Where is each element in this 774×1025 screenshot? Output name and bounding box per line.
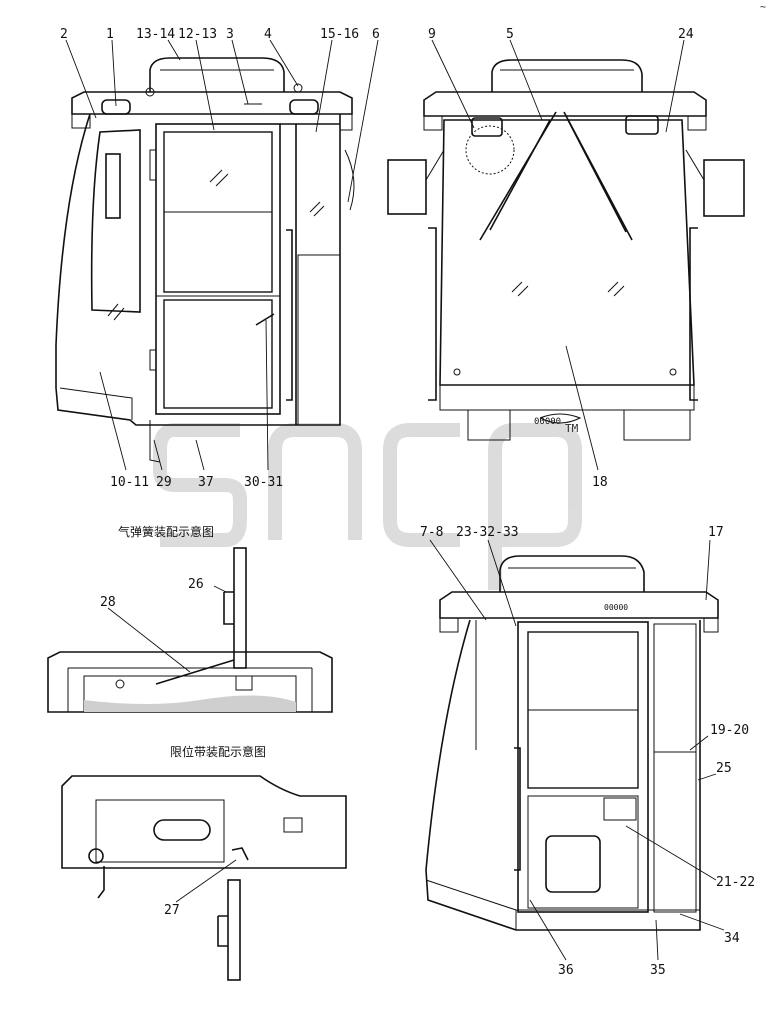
view-gas-spring-detail [47,547,333,713]
caption-limit-strap: 限位带装配示意图 [170,744,266,759]
corner-mark: ~ [760,2,766,13]
watermark-tm: TM [565,422,579,435]
label-12-13: 12-13 [178,27,217,42]
label-28: 28 [100,595,116,610]
part-labels: 2 1 13-14 12-13 3 4 15-16 6 10-11 29 37 … [60,27,755,978]
label-3: 3 [226,27,234,42]
label-25: 25 [716,761,732,776]
label-7-8: 7-8 [420,525,443,540]
label-27: 27 [164,903,180,918]
label-15-16: 15-16 [320,27,359,42]
label-34: 34 [724,931,740,946]
label-26: 26 [188,577,204,592]
view-rear-right: 00000 [425,555,719,931]
caption-gas-spring: 气弹簧装配示意图 [118,524,214,539]
leader-lines [65,39,725,961]
label-9: 9 [428,27,436,42]
label-19-20: 19-20 [710,723,749,738]
label-13-14: 13-14 [136,27,175,42]
label-1: 1 [106,27,114,42]
rear-plate-text: 00000 [534,417,561,427]
label-18: 18 [592,475,608,490]
label-10-11: 10-11 [110,475,149,490]
label-36: 36 [558,963,574,978]
label-23-32-33: 23-32-33 [456,525,519,540]
view-limit-strap-detail [61,775,347,981]
label-6: 6 [372,27,380,42]
watermark: TM [153,422,582,590]
view-front-left [55,57,355,463]
label-37: 37 [198,475,214,490]
rear-right-plate-text: 00000 [604,603,628,612]
label-29: 29 [156,475,172,490]
label-30-31: 30-31 [244,475,283,490]
label-21-22: 21-22 [716,875,755,890]
label-2: 2 [60,27,68,42]
label-4: 4 [264,27,272,42]
label-24: 24 [678,27,694,42]
label-17: 17 [708,525,724,540]
label-5: 5 [506,27,514,42]
view-rear: 00000 [387,59,745,441]
label-35: 35 [650,963,666,978]
